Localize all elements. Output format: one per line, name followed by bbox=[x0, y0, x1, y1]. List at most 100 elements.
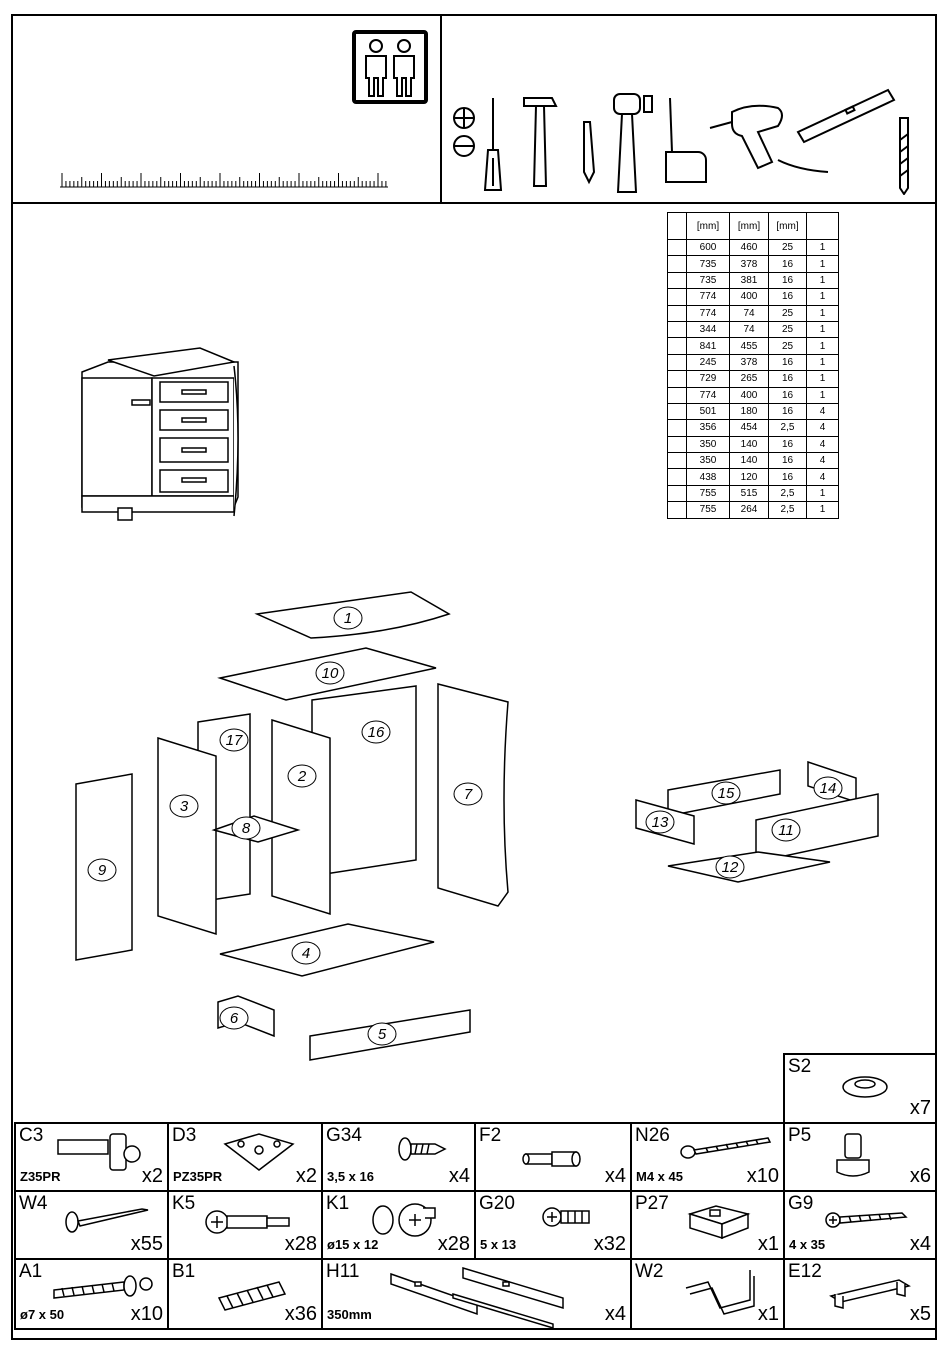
hardware-code: D3 bbox=[172, 1125, 197, 1146]
ruler-scale bbox=[60, 173, 388, 188]
euro-screw-icon bbox=[542, 1207, 590, 1227]
hammer-icon bbox=[523, 97, 558, 187]
hardware-qty: x2 bbox=[295, 1165, 317, 1187]
wood-dowel-icon bbox=[217, 1281, 287, 1311]
hardware-code: K1 bbox=[326, 1193, 350, 1214]
part-label-11 bbox=[771, 818, 801, 842]
cam-lock-icon bbox=[372, 1203, 436, 1237]
spirit-level-icon bbox=[796, 88, 896, 144]
flat-screw-icon bbox=[453, 135, 475, 157]
part-number: 6 bbox=[230, 1010, 239, 1027]
hardware-code: F2 bbox=[479, 1125, 502, 1146]
hardware-qty: x7 bbox=[909, 1097, 931, 1119]
part-number: 7 bbox=[464, 786, 473, 803]
shelf-pin-icon bbox=[522, 1151, 581, 1167]
hardware-cell-W2: W2 x1 bbox=[630, 1258, 785, 1330]
hinge-icon bbox=[57, 1133, 141, 1171]
part-label-16 bbox=[361, 720, 391, 744]
hardware-cell-D3: D3 PZ35PR x2 bbox=[167, 1122, 323, 1192]
hardware-code: P27 bbox=[635, 1193, 669, 1214]
part-4-drawing bbox=[219, 923, 435, 977]
table-cell: 755 bbox=[686, 501, 730, 519]
part-label-6 bbox=[219, 1006, 249, 1030]
table-cell: 1 bbox=[806, 501, 839, 519]
hardware-qty: x55 bbox=[130, 1233, 163, 1255]
hardware-code: P5 bbox=[788, 1125, 812, 1146]
hardware-spec: 3,5 x 16 bbox=[327, 1169, 374, 1184]
phillips-screw-icon bbox=[453, 107, 475, 129]
part-label-9 bbox=[87, 858, 117, 882]
cam-bolt-icon bbox=[205, 1210, 290, 1234]
hardware-qty: x4 bbox=[604, 1303, 626, 1325]
part-number: 15 bbox=[718, 785, 735, 802]
part-number: 16 bbox=[368, 724, 385, 741]
part-label-5 bbox=[367, 1022, 397, 1046]
part-label-10 bbox=[315, 661, 345, 685]
hardware-qty: x10 bbox=[746, 1165, 779, 1187]
hardware-qty: x4 bbox=[448, 1165, 470, 1187]
allen-key-icon bbox=[685, 1270, 755, 1315]
hardware-spec: ø15 x 12 bbox=[327, 1237, 379, 1252]
hardware-code: S2 bbox=[788, 1056, 812, 1077]
part-2-drawing bbox=[271, 718, 331, 916]
part-label-14 bbox=[813, 776, 843, 800]
connector-screw-icon bbox=[53, 1275, 153, 1299]
leveling-foot-icon bbox=[836, 1133, 870, 1177]
mallet-icon bbox=[613, 93, 653, 193]
hardware-code: W2 bbox=[635, 1261, 664, 1282]
part-12-drawing bbox=[667, 851, 831, 883]
hardware-cell-B1: B1 x36 bbox=[167, 1258, 323, 1330]
part-label-1 bbox=[333, 606, 363, 630]
part-number: 5 bbox=[378, 1026, 387, 1043]
tape-measure-icon bbox=[665, 97, 707, 183]
part-number: 9 bbox=[98, 862, 107, 879]
part-11-drawing bbox=[755, 793, 879, 863]
hardware-code: E12 bbox=[788, 1261, 822, 1282]
part-label-2 bbox=[287, 764, 317, 788]
hardware-cell-A1: A1 ø7 x 50 x10 bbox=[14, 1258, 169, 1330]
hardware-spec: 5 x 13 bbox=[480, 1237, 517, 1252]
cam-cap-icon bbox=[842, 1076, 888, 1098]
mounting-plate-icon bbox=[223, 1133, 295, 1171]
hardware-code: B1 bbox=[172, 1261, 196, 1282]
hardware-cell-K5: K5 x28 bbox=[167, 1190, 323, 1260]
part-number: 2 bbox=[297, 768, 307, 785]
hardware-spec: PZ35PR bbox=[173, 1169, 223, 1184]
hardware-code: K5 bbox=[172, 1193, 196, 1214]
hardware-qty: x28 bbox=[437, 1233, 470, 1255]
hardware-spec: 350mm bbox=[327, 1307, 372, 1322]
table-cell: 1 bbox=[806, 238, 839, 257]
hardware-spec: ø7 x 50 bbox=[20, 1307, 65, 1322]
hardware-cell-P5: P5 x6 bbox=[783, 1122, 937, 1192]
assembled-cabinet-drawing bbox=[81, 347, 239, 521]
hardware-qty: x1 bbox=[757, 1233, 779, 1255]
part-number: 3 bbox=[180, 798, 189, 815]
hardware-spec: Z35PR bbox=[20, 1169, 61, 1184]
hardware-qty: x28 bbox=[284, 1233, 317, 1255]
hardware-code: W4 bbox=[19, 1193, 48, 1214]
hardware-cell-P27: P27 x1 bbox=[630, 1190, 785, 1260]
part-3-drawing bbox=[157, 736, 217, 936]
short-screw-icon bbox=[398, 1137, 447, 1161]
hardware-cell-K1: K1 ø15 x 12 x28 bbox=[321, 1190, 476, 1260]
hardware-qty: x4 bbox=[909, 1233, 931, 1255]
header-panel bbox=[11, 14, 937, 204]
nail-icon bbox=[65, 1208, 149, 1233]
hardware-qty: x1 bbox=[757, 1303, 779, 1325]
header-divider bbox=[440, 14, 442, 204]
hardware-spec: 4 x 35 bbox=[789, 1237, 826, 1252]
part-label-15 bbox=[711, 781, 741, 805]
hardware-qty: x36 bbox=[284, 1303, 317, 1325]
hardware-cell-G34: G34 3,5 x 16 x4 bbox=[321, 1122, 476, 1192]
part-number: 4 bbox=[302, 945, 310, 962]
part-number: 17 bbox=[226, 732, 243, 749]
